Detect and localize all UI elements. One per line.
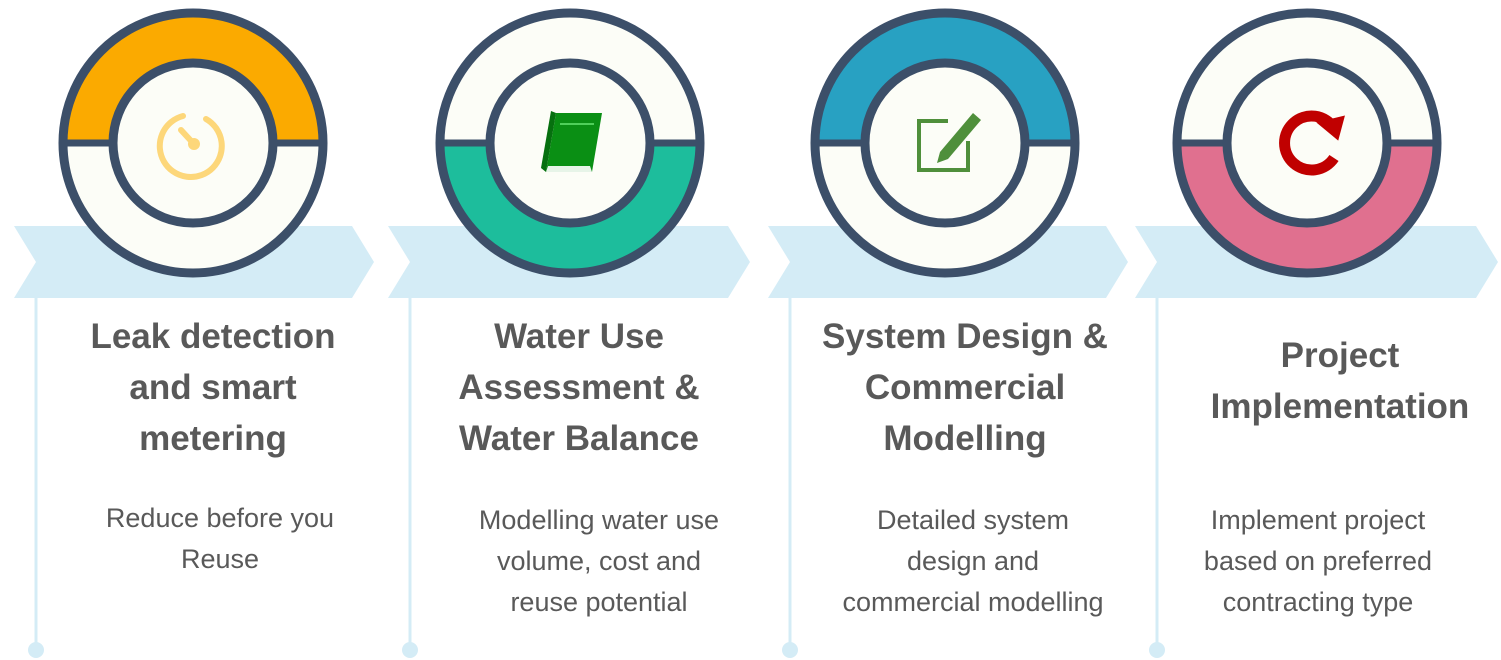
timeline-dot-4 bbox=[1149, 642, 1165, 658]
step-2-title: Water Use Assessment & Water Balance bbox=[458, 317, 700, 458]
step-3-title: System Design & Commercial Modelling bbox=[822, 317, 1108, 458]
step-3-description: Detailed system design and commercial mo… bbox=[842, 505, 1104, 617]
timeline-dot-3 bbox=[782, 642, 798, 658]
timeline-dot-2 bbox=[402, 642, 418, 658]
stopwatch-icon bbox=[156, 113, 225, 180]
step-4-title: Project Implementation bbox=[1210, 336, 1470, 426]
refresh-icon bbox=[1279, 110, 1345, 176]
book-icon bbox=[541, 111, 602, 172]
step-1-description: Reduce before you Reuse bbox=[105, 503, 335, 574]
step-1-title: Leak detection and smart metering bbox=[90, 317, 336, 458]
step-4-description: Implement project based on preferred con… bbox=[1203, 505, 1433, 617]
edit-icon bbox=[917, 113, 981, 172]
timeline-dot-1 bbox=[28, 642, 44, 658]
step-2-description: Modelling water use volume, cost and reu… bbox=[478, 505, 720, 617]
step-ring-3 bbox=[810, 8, 1080, 278]
step-ring-4 bbox=[1172, 8, 1442, 278]
